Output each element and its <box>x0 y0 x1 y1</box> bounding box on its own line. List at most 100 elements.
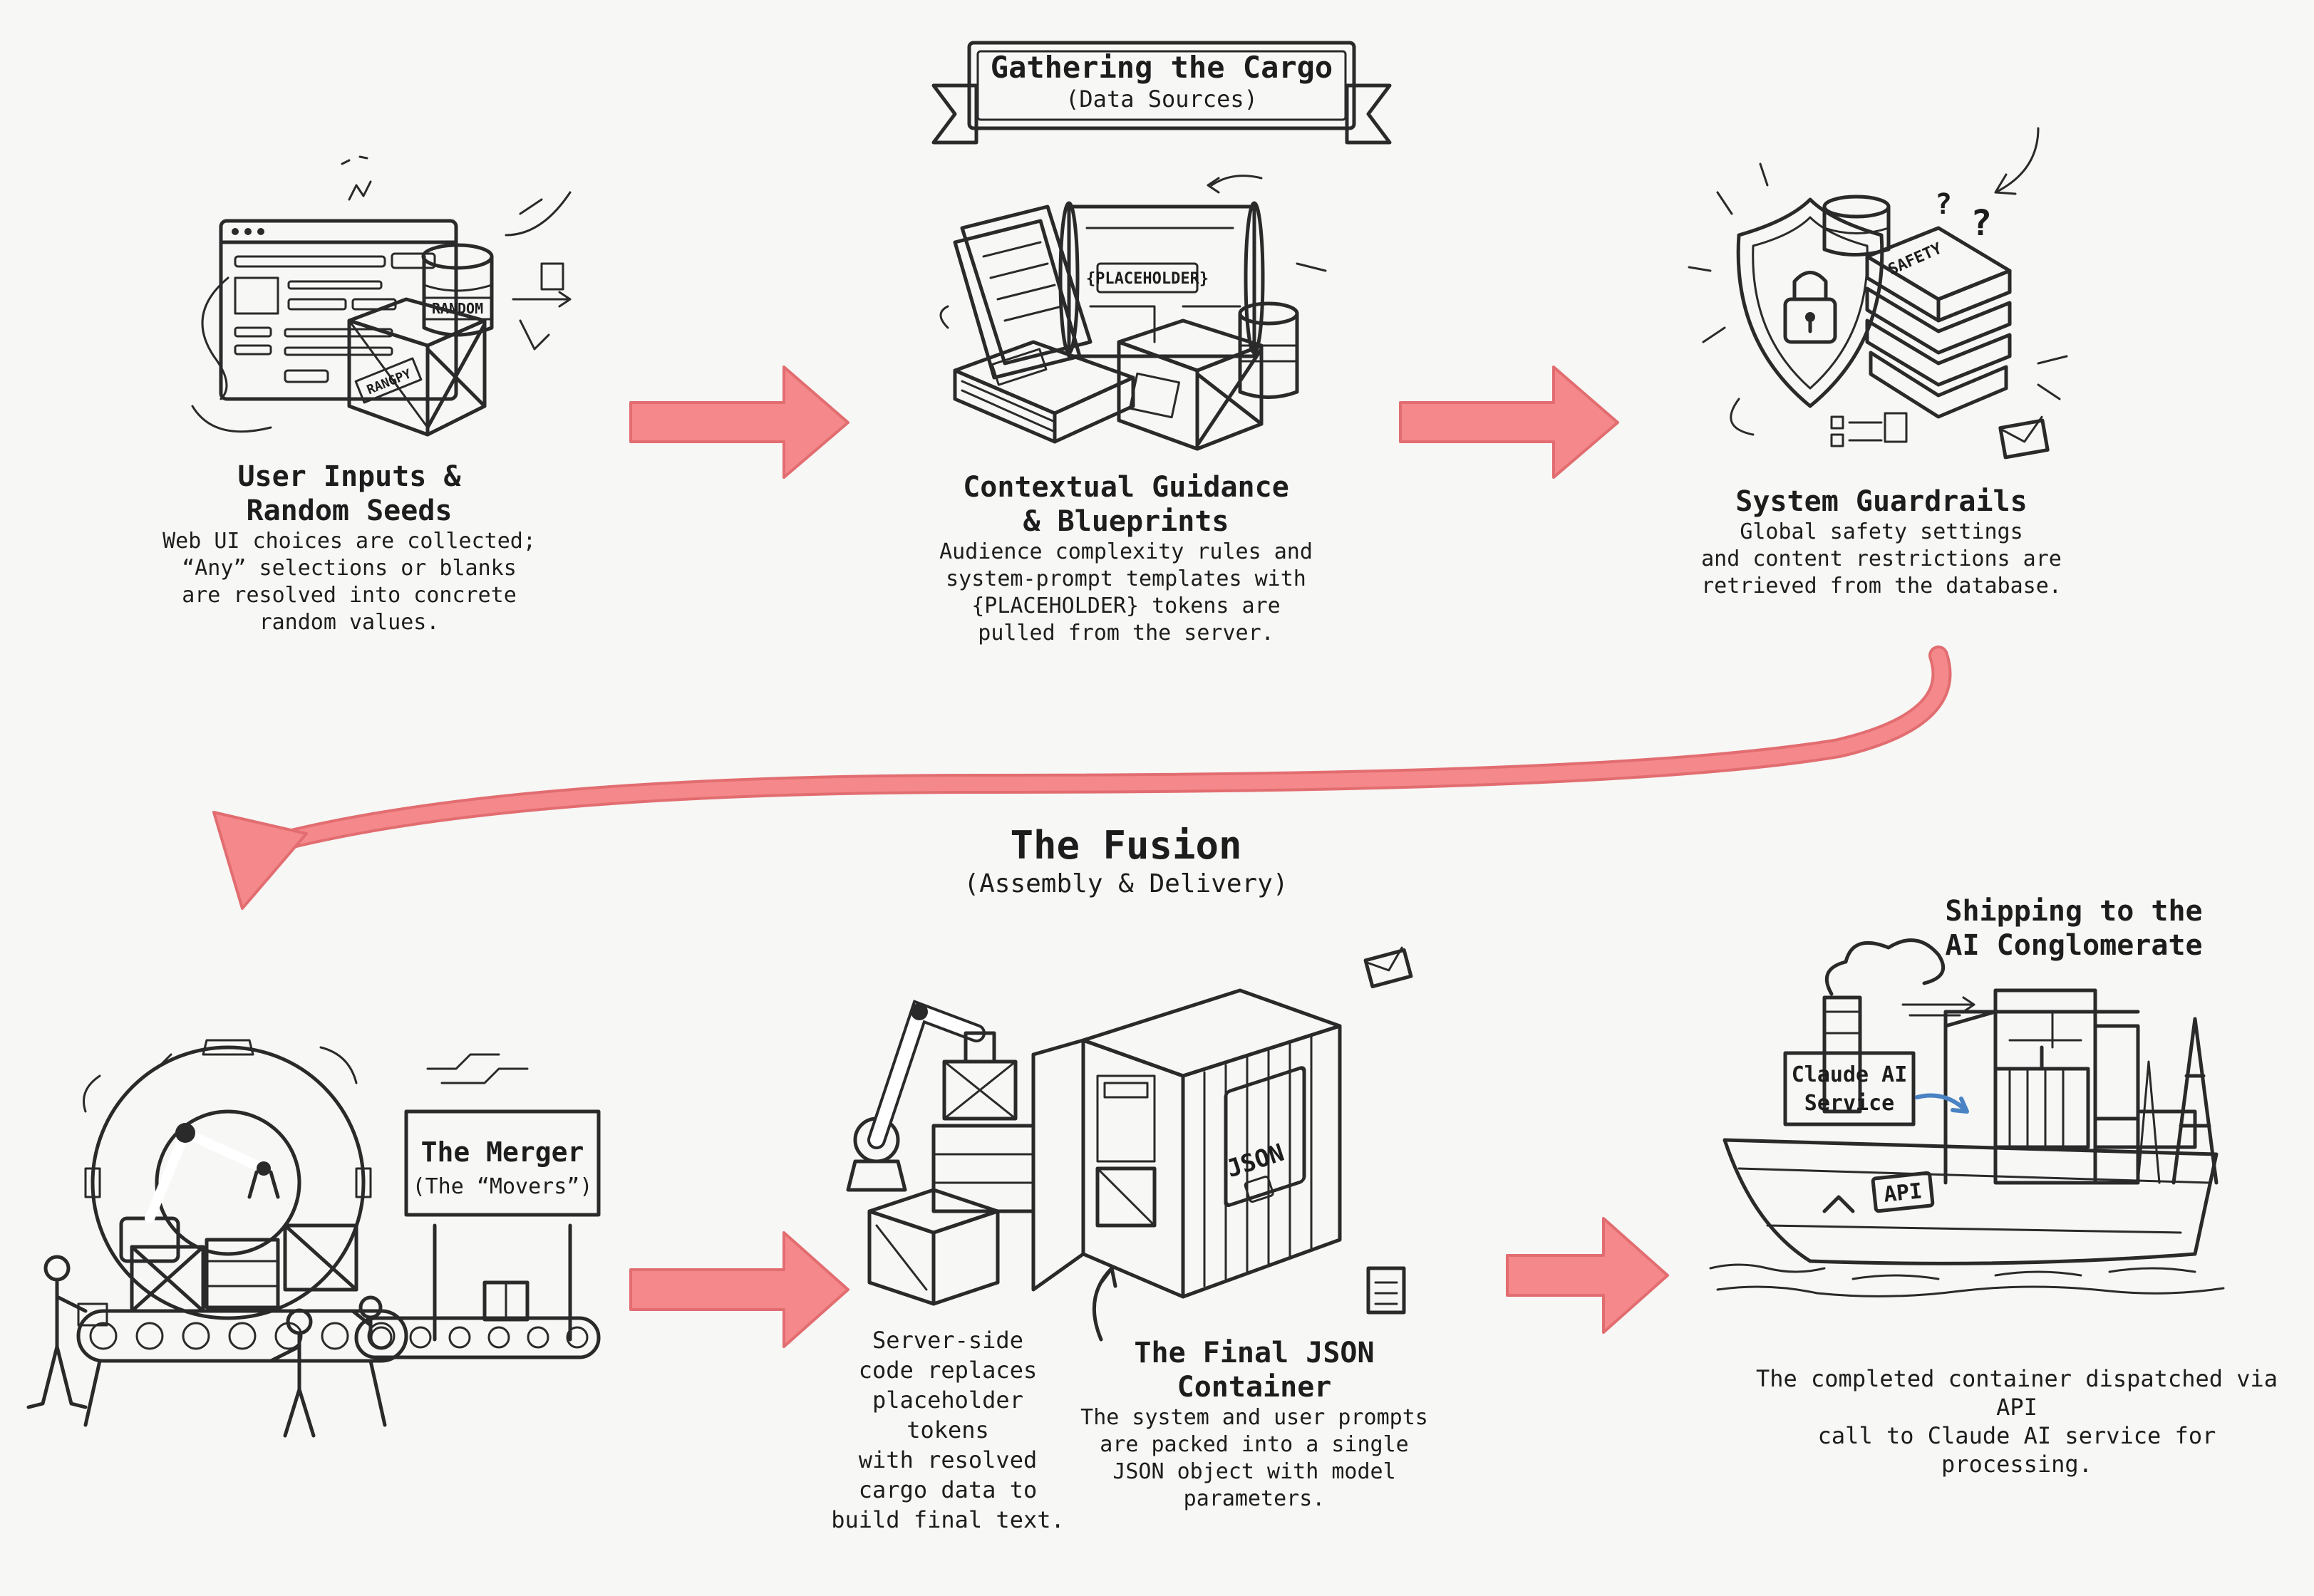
merger-sign-title: The Merger <box>421 1136 584 1168</box>
step-desc-line: parameters. <box>1183 1486 1326 1511</box>
document-pile-icon <box>953 340 1135 444</box>
step-title: The Final JSON Container <box>1069 1336 1440 1404</box>
merger-desc-line: cargo data to <box>858 1476 1038 1503</box>
step-desc-line: Audience complexity rules and <box>939 539 1313 564</box>
shipping-desc-line: call to Claude AI service for processing… <box>1817 1422 2216 1478</box>
step-desc-line: JSON object with model <box>1112 1459 1396 1484</box>
ship-api-label: API <box>1882 1178 1923 1207</box>
papers-stack-icon <box>953 204 1093 380</box>
web-ui-window-icon <box>219 219 458 401</box>
claude-sign-line: Service <box>1804 1091 1894 1116</box>
merger-sign-subtitle: (The “Movers”) <box>413 1174 593 1199</box>
container-label: JSON <box>1223 1139 1287 1183</box>
orange-crate-icon <box>130 1245 205 1313</box>
shipping-description: The completed container dispatched via A… <box>1739 1364 2295 1478</box>
step-desc-line: Global safety settings <box>1740 519 2023 544</box>
step-title-line: & Blueprints <box>1023 505 1229 538</box>
step-desc-line: pulled from the server. <box>978 621 1274 646</box>
shield-lock-icon <box>1736 197 1884 408</box>
flow-arrow-right-icon <box>1399 366 1619 479</box>
port-crane-icon <box>1943 1010 2140 1185</box>
worker-icon <box>26 1255 108 1409</box>
orange-crate-icon <box>283 1223 358 1292</box>
blue-crate-icon <box>205 1238 280 1310</box>
data-barrel-icon <box>1238 301 1299 399</box>
step-title-line: The Final JSON <box>1134 1337 1375 1369</box>
merger-desc-line: Server-side <box>872 1327 1023 1354</box>
flow-arrow-right-icon <box>629 366 849 479</box>
fusion-heading: The Fusion (Assembly & Delivery) <box>912 823 1340 900</box>
step-title-line: Random Seeds <box>246 494 453 527</box>
step-user-inputs: User Inputs & Random Seeds Web UI choice… <box>157 460 542 636</box>
step-title: Contextual Guidance & Blueprints <box>912 470 1340 539</box>
claude-service-sign: Claude AI Service <box>1783 1051 1969 1126</box>
merger-desc-line: with resolved <box>858 1446 1038 1473</box>
orange-crate-icon <box>931 1124 1035 1213</box>
blueprint-scroll-icon: {PLACEHOLDER} <box>1058 201 1265 358</box>
envelope-icon <box>1363 946 1413 989</box>
question-mark-icon: ? <box>1970 202 1992 244</box>
blue-container-icon <box>1993 1045 2090 1149</box>
gear-icon <box>84 1039 372 1320</box>
step-title: User Inputs & Random Seeds <box>157 460 542 528</box>
step-description: Web UI choices are collected; “Any” sele… <box>157 528 542 636</box>
shipping-container-icon: JSON <box>1031 988 1342 1299</box>
step-desc-line: retrieved from the database. <box>1701 574 2062 598</box>
step-description: The system and user prompts are packed i… <box>1069 1404 1440 1513</box>
step-title-line: Container <box>1177 1371 1332 1404</box>
merger-desc-line: placeholder tokens <box>872 1387 1023 1444</box>
checklist-icon <box>1830 412 1908 447</box>
step-title-line: Contextual Guidance <box>963 471 1289 504</box>
question-mark-icon: ? <box>1935 188 1952 221</box>
shipping-title-line: Shipping to the <box>1945 895 2203 928</box>
flow-arrow-right-icon <box>629 1231 849 1348</box>
shipping-desc-line: The completed container dispatched via A… <box>1755 1365 2278 1421</box>
document-icon <box>1366 1266 1406 1315</box>
step-desc-line: “Any” selections or blanks <box>182 556 517 581</box>
step-desc-line: The system and user prompts <box>1080 1405 1428 1430</box>
step-desc-line: and content restrictions are <box>1701 546 2062 571</box>
small-crate-icon <box>482 1280 530 1322</box>
step-desc-line: are resolved into concrete <box>182 583 517 608</box>
curved-flow-arrow-icon <box>212 646 1952 910</box>
flow-arrow-right-icon <box>1506 1217 1669 1334</box>
step-title-line: User Inputs & <box>237 460 461 493</box>
guardrails-illustration: SAFETY ? ? <box>1688 127 2068 460</box>
worker-icon <box>351 1295 383 1342</box>
shipping-title-line: AI Conglomerate <box>1945 929 2203 962</box>
step-desc-line: random values. <box>259 610 440 635</box>
robot-arm-icon <box>846 1000 996 1192</box>
merger-illustration: The Merger (The “Movers”) <box>26 1039 601 1438</box>
step-system-guardrails: System Guardrails Global safety settings… <box>1682 484 2081 600</box>
step-contextual-guidance: Contextual Guidance & Blueprints Audienc… <box>912 470 1340 647</box>
blueprint-illustration: {PLACEHOLDER} <box>939 175 1327 451</box>
step-desc-line: are packed into a single <box>1100 1432 1409 1457</box>
banner-subtitle: (Data Sources) <box>1065 86 1258 113</box>
grey-crate-icon <box>867 1188 1000 1306</box>
worker-icon <box>269 1308 316 1438</box>
claude-sign-line: Claude AI <box>1792 1062 1908 1087</box>
merger-desc-line: build final text. <box>831 1506 1065 1533</box>
envelope-icon <box>1998 415 2050 460</box>
cargo-ship-icon: API <box>1722 1138 2219 1265</box>
step-desc-line: Web UI choices are collected; <box>162 529 536 554</box>
step-desc-line: {PLACEHOLDER} tokens are <box>971 594 1281 618</box>
fusion-subtitle: (Assembly & Delivery) <box>964 869 1288 898</box>
step-title: System Guardrails <box>1682 484 2081 519</box>
shipping-title: Shipping to the AI Conglomerate <box>1867 894 2281 963</box>
step-final-json-container: The Final JSON Container The system and … <box>1069 1336 1440 1513</box>
ship-illustration: Claude AI Service API <box>1709 938 2225 1297</box>
merger-description: Server-side code replaces placeholder to… <box>827 1325 1069 1535</box>
step-title-line: System Guardrails <box>1735 485 2028 518</box>
merger-desc-line: code replaces <box>858 1357 1038 1384</box>
robot-arm-icon <box>119 1123 280 1263</box>
safety-books-icon: SAFETY <box>1865 226 2012 419</box>
banner: Gathering the Cargo (Data Sources) <box>969 50 1354 113</box>
fusion-title: The Fusion <box>1010 823 1242 868</box>
banner-ribbon <box>931 41 1392 145</box>
json-container-illustration: JSON <box>846 946 1413 1342</box>
conveyor-belt-icon <box>76 1309 601 1427</box>
banner-title: Gathering the Cargo <box>990 50 1333 85</box>
city-skyline-icon <box>1993 988 2219 1185</box>
step-description: Audience complexity rules and system-pro… <box>912 539 1340 647</box>
